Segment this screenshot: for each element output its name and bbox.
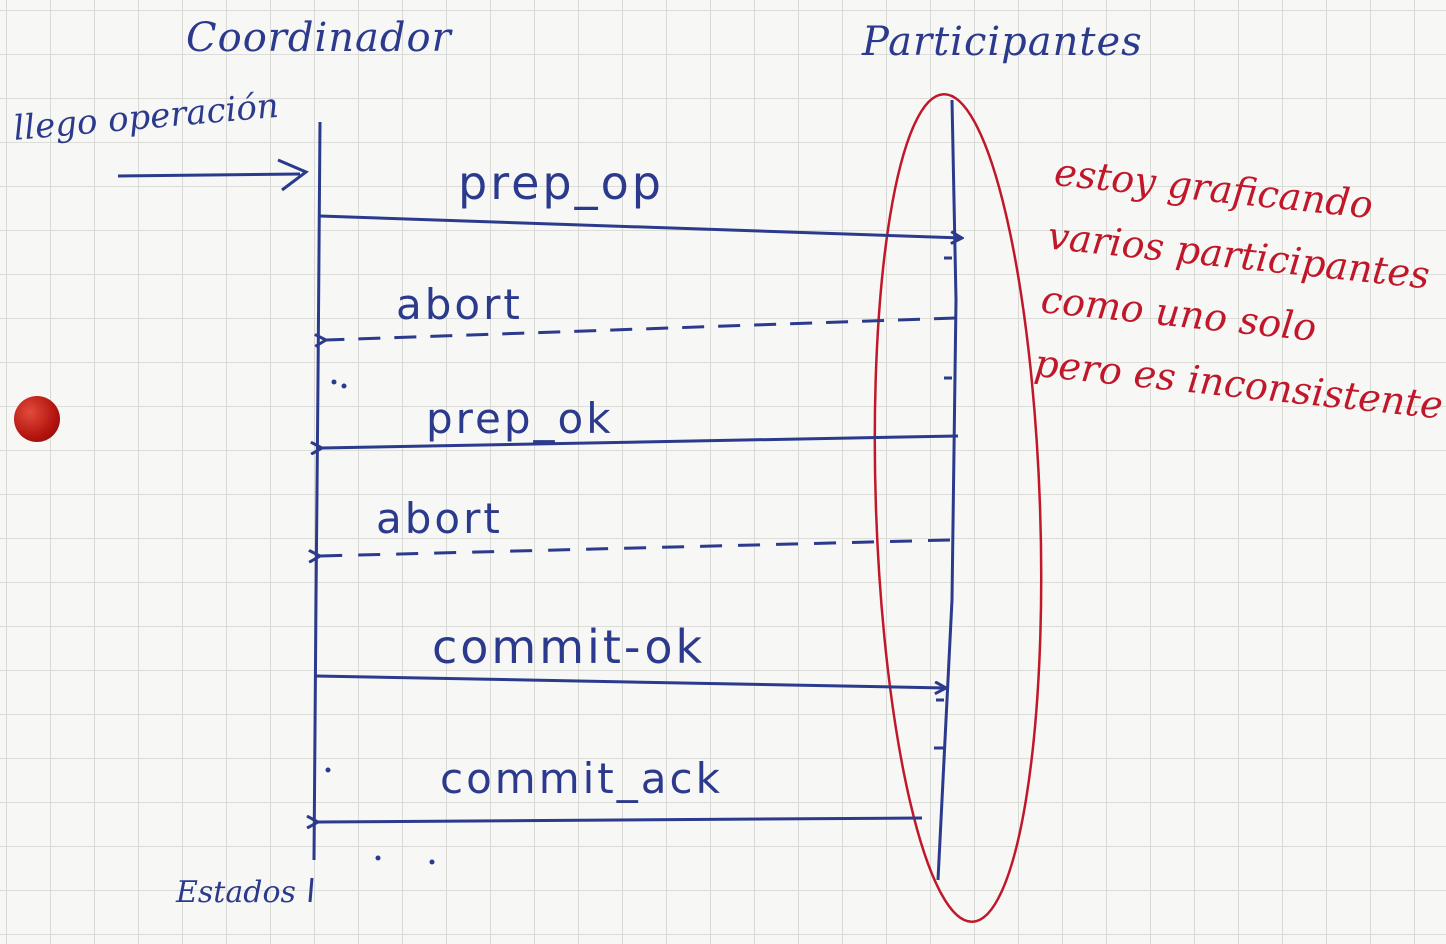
coordinator-header: Coordinador (186, 15, 452, 61)
participants-ellipse (873, 92, 1043, 924)
message-label-commit-ok: commit-ok (432, 620, 706, 674)
coordinator-dots (325, 379, 435, 865)
message-label-commit-ack: commit_ack (440, 754, 723, 803)
red-dot-marker (14, 396, 60, 442)
participant-lifeline (936, 99, 958, 881)
message-arrow-abort-2 (320, 538, 951, 556)
side-note: estoy graficando varios participantes co… (1032, 149, 1446, 428)
message-arrow-commit-ack (318, 818, 923, 822)
message-arrow-abort-1 (326, 316, 957, 340)
participants-header: Participantes (862, 19, 1143, 65)
coordinator-lifeline (312, 121, 322, 861)
message-label-abort-1: abort (396, 280, 523, 329)
message-arrow-prep-ok (322, 434, 959, 448)
message-label-prep-ok: prep_ok (426, 394, 614, 443)
incoming-operation-arrowhead (277, 158, 309, 192)
footer-label: Estados (176, 875, 296, 910)
incoming-operation-arrow (117, 172, 301, 178)
participant-ticks (934, 256, 952, 750)
message-arrow-prep-op (319, 214, 962, 238)
footer-tick (308, 877, 314, 903)
message-label-abort-2: abort (376, 494, 503, 543)
message-arrow-commit-ok (315, 674, 946, 688)
message-label-prep-op: prep_op (458, 156, 664, 210)
